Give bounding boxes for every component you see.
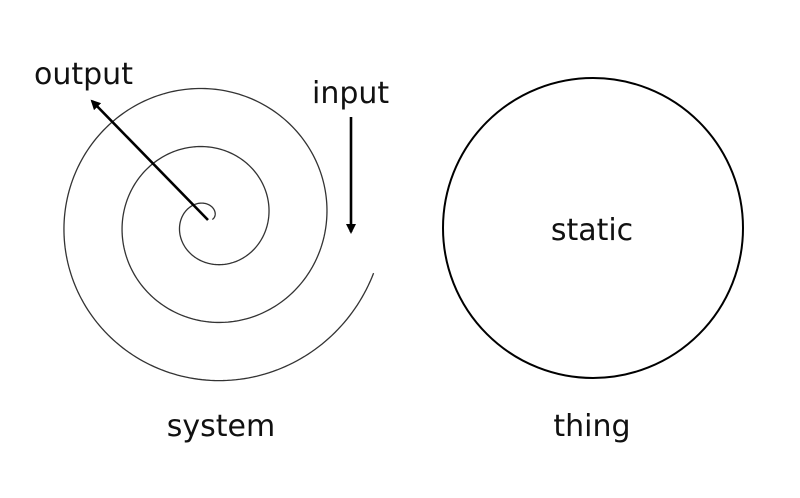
output-arrow: [90, 99, 209, 221]
system-label: system: [167, 409, 275, 444]
system-spiral: [63, 87, 375, 382]
thing-label: thing: [553, 409, 630, 444]
output-label: output: [34, 57, 133, 92]
static-label: static: [551, 213, 633, 248]
thing-circle: [442, 77, 744, 379]
input-label: input: [312, 76, 389, 111]
